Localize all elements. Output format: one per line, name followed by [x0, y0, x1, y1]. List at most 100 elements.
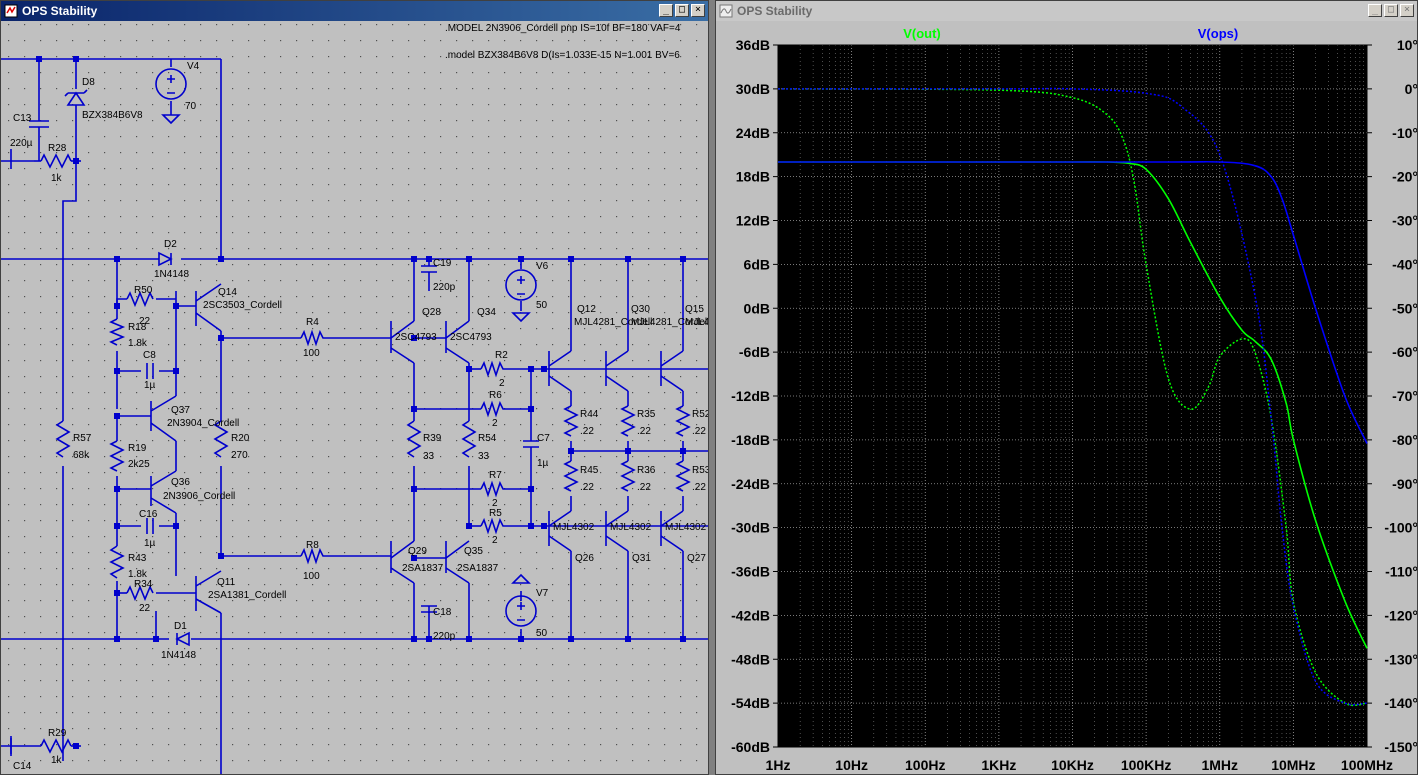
maximize-button[interactable]: □ — [1384, 4, 1398, 17]
trace-v-out-phase — [777, 88, 1368, 707]
resistor-r4[interactable] — [300, 329, 326, 347]
capacitor-c16[interactable] — [146, 518, 154, 534]
y2-tick-label-phase: -110° — [1385, 564, 1417, 580]
capacitor-c19[interactable] — [421, 265, 437, 283]
y2-tick-label-phase: -100° — [1384, 520, 1417, 536]
resistor-r54[interactable] — [461, 420, 477, 458]
y2-tick-label-phase: -10° — [1392, 125, 1417, 141]
label-r18-value: 1.8k — [128, 338, 148, 349]
y2-tick-label-phase: -140° — [1384, 695, 1417, 711]
maximize-button[interactable]: □ — [675, 4, 689, 17]
zener-diode-d8[interactable] — [64, 89, 88, 106]
resistor-r35[interactable] — [620, 405, 636, 437]
resistor-r6[interactable] — [480, 400, 507, 418]
schematic-window-title: OPS Stability — [22, 4, 98, 18]
resistor-r8[interactable] — [300, 547, 326, 565]
label-r2-value: 2 — [499, 378, 505, 389]
resistor-r20[interactable] — [213, 420, 229, 458]
label-r57-value: 68k — [73, 450, 90, 461]
ltspice-app-icon — [4, 4, 18, 18]
resistor-r50[interactable] — [126, 290, 154, 308]
resistor-r44[interactable] — [563, 405, 579, 437]
label-r43-ref: R43 — [128, 553, 147, 564]
ground-icon — [511, 312, 531, 323]
resistor-r53[interactable] — [675, 460, 691, 492]
voltage-source-v7[interactable] — [505, 595, 537, 627]
label-r7-ref: R7 — [489, 470, 502, 481]
legend-v-ops[interactable]: V(ops) — [1198, 26, 1238, 41]
label-q11-value: 2SA1381_Cordell — [208, 590, 286, 601]
label-q31-value: MJL4302 — [610, 522, 652, 533]
diode-d2[interactable] — [158, 251, 173, 267]
capacitor-c18[interactable] — [421, 605, 437, 629]
close-button[interactable]: × — [691, 4, 705, 17]
resistor-r36[interactable] — [620, 460, 636, 492]
label-v4-ref: V4 — [187, 61, 200, 72]
resistor-r19[interactable] — [109, 440, 125, 472]
label-v7-value: 50 — [536, 628, 548, 639]
label-r2-ref: R2 — [495, 350, 508, 361]
label-q11-ref: Q11 — [217, 577, 236, 588]
label-c18-value: 220p — [433, 631, 456, 642]
capacitor-c7[interactable] — [523, 440, 539, 461]
label-q37-value: 2N3904_Cordell — [167, 418, 239, 429]
trace-v-ops-magnitude — [778, 160, 1368, 444]
resistor-r28[interactable] — [40, 153, 72, 169]
diode-d1[interactable] — [175, 631, 190, 647]
resistor-r52[interactable] — [675, 405, 691, 437]
y-tick-label-db: -18dB — [731, 432, 770, 448]
label-q34-ref: Q34 — [477, 307, 496, 318]
resistor-r57[interactable] — [55, 420, 71, 458]
voltage-source-v4[interactable] — [155, 68, 187, 100]
resistor-r29[interactable] — [40, 738, 72, 754]
label-c19-value: 220p — [433, 282, 456, 293]
label-c14-ref: C14 — [13, 761, 32, 772]
close-button[interactable]: × — [1400, 4, 1414, 17]
label-r34-value: 22 — [139, 603, 151, 614]
label-r5-ref: R5 — [489, 508, 502, 519]
label-q36-value: 2N3906_Cordell — [163, 491, 235, 502]
spice-directive-model-bzx384[interactable]: .model BZX384B6V8 D(Is=1.033E-15 N=1.001… — [445, 50, 680, 61]
label-d1-ref: D1 — [174, 621, 187, 632]
waveform-titlebar[interactable]: OPS Stability _ □ × — [716, 1, 1417, 21]
minimize-button[interactable]: _ — [659, 4, 673, 17]
y-tick-label-db: 12dB — [736, 213, 770, 229]
minimize-button[interactable]: _ — [1368, 4, 1382, 17]
label-r43-value: 1.8k — [128, 569, 148, 580]
resistor-r7[interactable] — [480, 480, 507, 498]
label-r54-ref: R54 — [478, 433, 497, 444]
resistor-r43[interactable] — [109, 545, 125, 579]
ground-icon — [511, 573, 531, 584]
resistor-r5[interactable] — [480, 517, 507, 535]
x-tick-label: 100KHz — [1121, 757, 1172, 773]
resistor-r34[interactable] — [126, 584, 154, 602]
resistor-r39[interactable] — [406, 420, 422, 458]
y-tick-label-db: 0dB — [744, 300, 770, 316]
y-tick-label-db: 30dB — [736, 81, 770, 97]
schematic-window[interactable]: OPS Stability _ □ × .MODEL 2N3906_Cordel… — [0, 0, 709, 775]
label-q30-value: MJL4281_Cordell — [631, 317, 708, 328]
label-q29-ref: Q29 — [408, 546, 427, 557]
schematic-canvas[interactable]: .MODEL 2N3906_Cordell pnp IS=10f BF=180 … — [1, 21, 708, 774]
voltage-source-v6[interactable] — [505, 269, 537, 301]
y-tick-label-db: -48dB — [731, 651, 770, 667]
resistor-r2[interactable] — [480, 360, 507, 378]
capacitor-c13[interactable] — [29, 120, 49, 149]
label-q14-value: 2SC3503_Cordell — [203, 300, 282, 311]
label-r54-value: 33 — [478, 451, 490, 462]
legend-v-out[interactable]: V(out) — [903, 26, 941, 41]
label-q26-value: MJL4302 — [553, 522, 595, 533]
x-tick-label: 10KHz — [1051, 757, 1094, 773]
spice-directive-model-2n3906[interactable]: .MODEL 2N3906_Cordell pnp IS=10f BF=180 … — [445, 23, 681, 34]
label-r20-value: 270 — [231, 450, 248, 461]
capacitor-c8[interactable] — [146, 363, 154, 379]
resistor-r18[interactable] — [108, 318, 126, 346]
resistor-r45[interactable] — [563, 460, 579, 492]
label-r6-ref: R6 — [489, 390, 502, 401]
label-q26-ref: Q26 — [575, 553, 594, 564]
y2-tick-label-phase: -60° — [1392, 344, 1417, 360]
schematic-titlebar[interactable]: OPS Stability _ □ × — [1, 1, 708, 21]
label-q28-ref: Q28 — [422, 307, 441, 318]
